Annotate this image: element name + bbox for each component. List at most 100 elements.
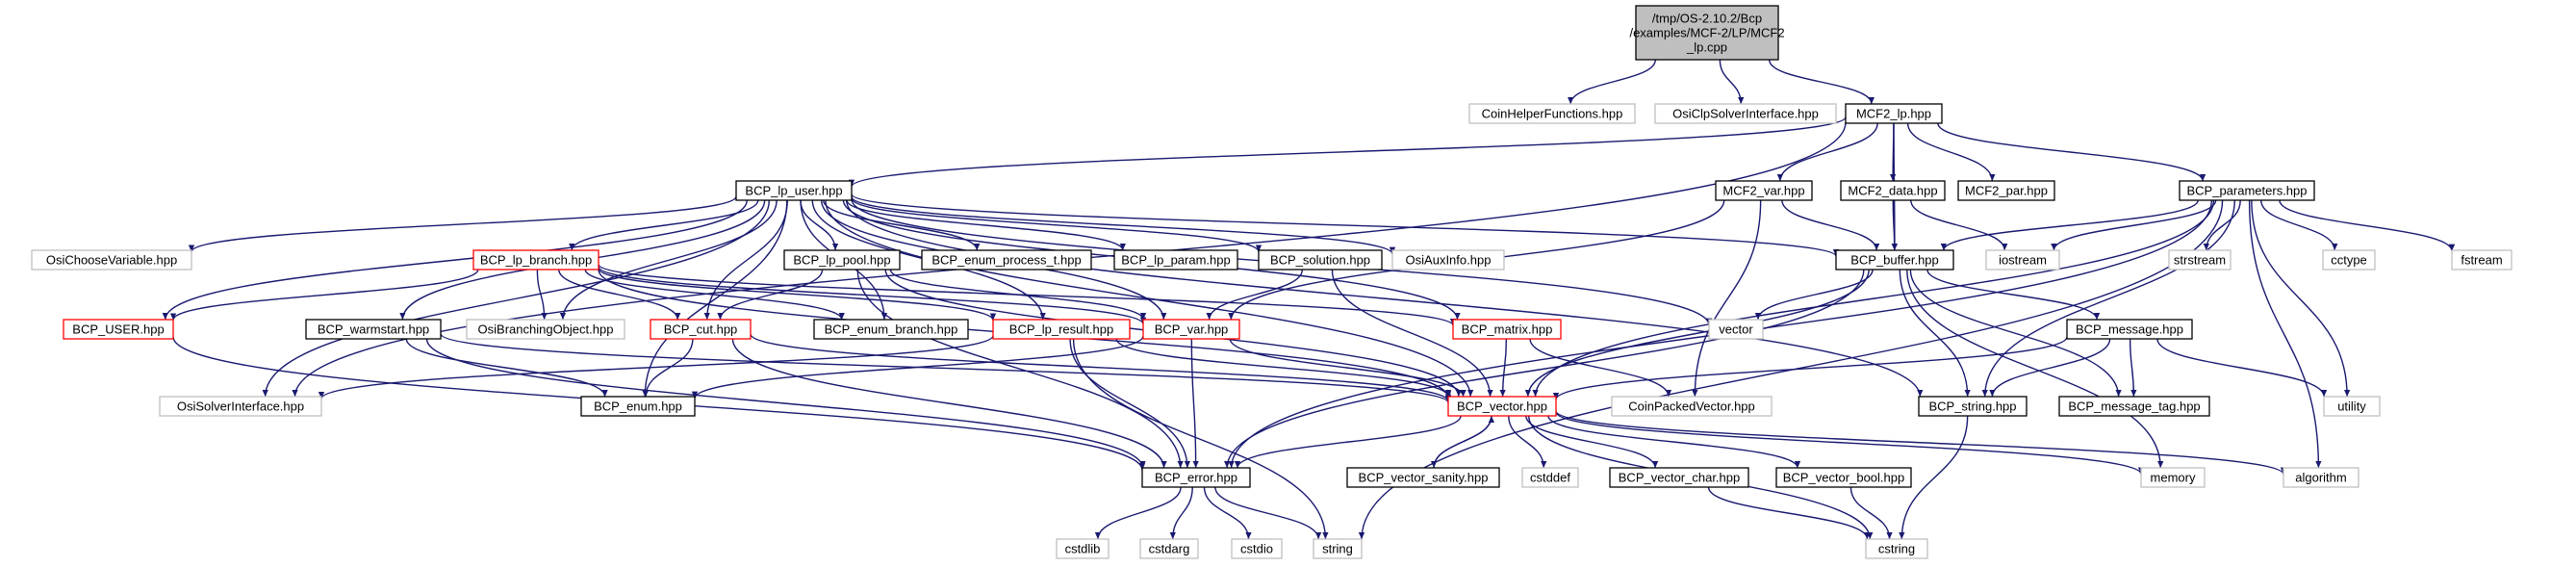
node-label-bcpcut-0: BCP_cut.hpp xyxy=(664,322,738,337)
edge-bcpvector-to-cstddef xyxy=(1508,415,1547,469)
node-algorithm: algorithm xyxy=(2283,467,2359,488)
edge-bcplppool-to-bcpvar xyxy=(889,269,1147,321)
node-label-bcpenum-0: BCP_enum.hpp xyxy=(594,399,682,414)
node-vector: vector xyxy=(1708,319,1764,340)
edge-bcplpbranch-to-bcpvar xyxy=(598,266,1147,325)
edge-bcpparams-to-bcpbuffer xyxy=(1940,199,2199,251)
node-bcperror[interactable]: BCP_error.hpp xyxy=(1141,467,1251,488)
node-bcpstring[interactable]: BCP_string.hpp xyxy=(1918,396,2028,417)
node-box-bcpparams xyxy=(2179,180,2315,201)
node-cctype: cctype xyxy=(2322,249,2376,271)
node-mcf2lp[interactable]: MCF2_lp.hpp xyxy=(1845,103,1943,124)
node-bcpmatrix[interactable]: BCP_matrix.hpp xyxy=(1452,319,1562,340)
node-box-cstdarg xyxy=(1139,538,1199,559)
node-label-bcpvecsanity-0: BCP_vector_sanity.hpp xyxy=(1359,471,1489,485)
node-label-bcplpparam-0: BCP_lp_param.hpp xyxy=(1121,253,1230,268)
node-bcplpuser[interactable]: BCP_lp_user.hpp xyxy=(735,180,853,201)
node-label-bcpenumbranch-0: BCP_enum_branch.hpp xyxy=(825,322,958,337)
edge-bcpvar-to-bcpenum xyxy=(691,335,1144,399)
edge-bcplpbranch-to-osibranching xyxy=(536,269,548,321)
edge-bcpparams-to-cctype xyxy=(2260,199,2338,251)
node-bcplpresult[interactable]: BCP_lp_result.hpp xyxy=(992,319,1131,340)
node-label-mcf2data-0: MCF2_data.hpp xyxy=(1848,184,1937,198)
node-mcf2var[interactable]: MCF2_var.hpp xyxy=(1715,180,1813,201)
node-mcf2data[interactable]: MCF2_data.hpp xyxy=(1840,180,1946,201)
node-label-root-1: /examples/MCF-2/LP/MCF2 xyxy=(1629,26,1784,40)
node-label-osiauxinfo-0: OsiAuxInfo.hpp xyxy=(1406,253,1492,268)
node-bcpvar[interactable]: BCP_var.hpp xyxy=(1142,319,1240,340)
edge-bcperror-to-cstdarg xyxy=(1169,486,1193,540)
node-bcpenum[interactable]: BCP_enum.hpp xyxy=(580,396,696,417)
node-label-osibranching-0: OsiBranchingObject.hpp xyxy=(478,322,614,337)
node-bcpuser[interactable]: BCP_USER.hpp xyxy=(63,319,174,340)
node-label-bcpwarmstart-0: BCP_warmstart.hpp xyxy=(318,322,429,337)
edge-bcperror-to-string xyxy=(1214,486,1322,540)
edge-bcpvector-to-bcperror xyxy=(1234,415,1462,469)
node-bcpvecsanity[interactable]: BCP_vector_sanity.hpp xyxy=(1346,467,1500,488)
node-bcpmessage[interactable]: BCP_message.hpp xyxy=(2066,319,2193,340)
edge-bcplpbranch-to-bcplpresult xyxy=(598,268,997,321)
node-box-osisolver xyxy=(159,396,322,417)
node-bcpwarmstart[interactable]: BCP_warmstart.hpp xyxy=(305,319,442,340)
node-box-osibranching xyxy=(466,319,625,340)
node-bcpenumproc[interactable]: BCP_enum_process_t.hpp xyxy=(921,249,1092,271)
node-coinhelper: CoinHelperFunctions.hpp xyxy=(1468,103,1636,124)
node-bcplppool[interactable]: BCP_lp_pool.hpp xyxy=(783,249,901,271)
node-fstream: fstream xyxy=(2451,249,2512,271)
node-osibranching: OsiBranchingObject.hpp xyxy=(466,319,625,340)
node-label-bcpbuffer-0: BCP_buffer.hpp xyxy=(1850,253,1939,268)
node-box-bcplpresult xyxy=(992,319,1131,340)
node-box-cctype xyxy=(2322,249,2376,271)
node-memory: memory xyxy=(2140,467,2206,488)
node-bcpenumbranch[interactable]: BCP_enum_branch.hpp xyxy=(813,319,969,340)
node-bcpbuffer[interactable]: BCP_buffer.hpp xyxy=(1835,249,1954,271)
node-bcpparams[interactable]: BCP_parameters.hpp xyxy=(2179,180,2315,201)
node-label-bcplpbranch-0: BCP_lp_branch.hpp xyxy=(480,253,592,268)
edge-bcplpbranch-to-bcpcut xyxy=(558,269,681,321)
node-box-memory xyxy=(2140,467,2206,488)
edge-bcplppool-to-bcperror xyxy=(856,269,1184,469)
node-box-bcpbuffer xyxy=(1835,249,1954,271)
node-bcplpbranch[interactable]: BCP_lp_branch.hpp xyxy=(472,249,599,271)
node-bcplpparam[interactable]: BCP_lp_param.hpp xyxy=(1113,249,1238,271)
edge-bcperror-to-cstdlib xyxy=(1094,486,1182,540)
node-bcpvecchar[interactable]: BCP_vector_char.hpp xyxy=(1609,467,1749,488)
node-box-strstream xyxy=(2168,249,2232,271)
edge-bcpparams-to-fstream xyxy=(2279,199,2456,252)
node-bcpmsgtag[interactable]: BCP_message_tag.hpp xyxy=(2058,396,2210,417)
node-box-bcplpparam xyxy=(1113,249,1238,271)
edge-bcpbuffer-to-bcpmsgtag xyxy=(1909,269,2122,398)
edge-bcplpbranch-to-bcpuser xyxy=(169,269,479,321)
node-label-cctype-0: cctype xyxy=(2331,253,2367,268)
node-bcpvecbool[interactable]: BCP_vector_bool.hpp xyxy=(1775,467,1912,488)
node-box-mcf2lp xyxy=(1845,103,1943,124)
node-label-cstdio-0: cstdio xyxy=(1240,542,1273,556)
node-utility: utility xyxy=(2323,396,2381,417)
node-cstring: cstring xyxy=(1865,538,1928,559)
edge-bcpparams-to-bcpstring xyxy=(1981,199,2235,398)
node-cstdio: cstdio xyxy=(1231,538,1283,559)
node-box-utility xyxy=(2323,396,2381,417)
node-label-cstdlib-0: cstdlib xyxy=(1065,542,1101,556)
node-label-bcpuser-0: BCP_USER.hpp xyxy=(72,322,164,337)
node-bcpvector[interactable]: BCP_vector.hpp xyxy=(1447,396,1557,417)
node-label-bcpstring-0: BCP_string.hpp xyxy=(1928,399,2016,414)
edge-bcpvar-to-bcpvector xyxy=(1229,338,1467,398)
node-label-bcplpuser-0: BCP_lp_user.hpp xyxy=(745,184,842,198)
node-box-cstdio xyxy=(1231,538,1283,559)
node-label-osiclp-0: OsiClpSolverInterface.hpp xyxy=(1672,107,1819,121)
node-label-bcpvector-0: BCP_vector.hpp xyxy=(1457,399,1547,414)
node-label-strstream-0: strstream xyxy=(2174,253,2226,268)
node-box-algorithm xyxy=(2283,467,2359,488)
node-root[interactable]: /tmp/OS-2.10.2/Bcp/examples/MCF-2/LP/MCF… xyxy=(1629,5,1785,61)
node-bcpcut[interactable]: BCP_cut.hpp xyxy=(650,319,752,340)
edge-bcpparams-to-algorithm xyxy=(2248,199,2322,469)
edge-bcpvar-to-bcperror xyxy=(1190,338,1199,469)
node-label-bcperror-0: BCP_error.hpp xyxy=(1155,471,1237,485)
edge-bcpbuffer-to-memory xyxy=(1906,269,2164,469)
node-bcpsolution[interactable]: BCP_solution.hpp xyxy=(1258,249,1383,271)
node-mcf2par[interactable]: MCF2_par.hpp xyxy=(1957,180,2055,201)
node-label-bcpparams-0: BCP_parameters.hpp xyxy=(2186,184,2307,198)
node-box-cstring xyxy=(1865,538,1928,559)
node-box-bcpmsgtag xyxy=(2058,396,2210,417)
